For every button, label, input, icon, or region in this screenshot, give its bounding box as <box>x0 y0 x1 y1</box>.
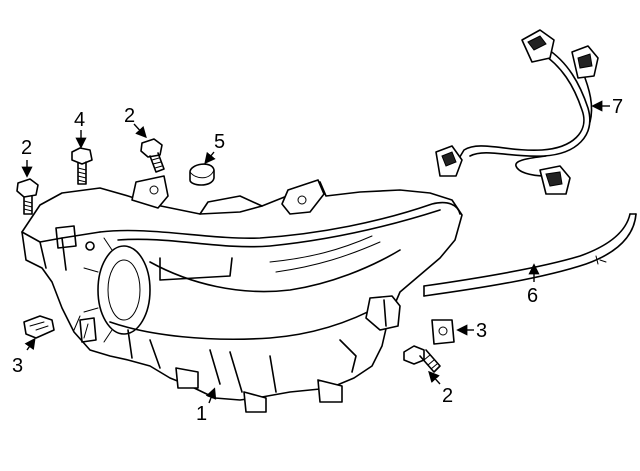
screw <box>71 147 93 185</box>
callout-2-left: 2 <box>21 137 32 159</box>
callout-1: 1 <box>196 403 207 425</box>
callout-7: 7 <box>612 96 623 118</box>
callout-6: 6 <box>527 285 538 307</box>
callout-2-lower: 2 <box>442 385 453 407</box>
callout-labels: 1 2 2 2 3 3 4 5 6 7 <box>12 96 623 425</box>
seal-strip <box>423 213 637 297</box>
bolt-left <box>16 178 39 215</box>
bolt-lower-right <box>403 345 441 373</box>
wiring-harness <box>435 29 599 195</box>
headlamp-assembly <box>21 175 463 413</box>
callout-5: 5 <box>214 131 225 153</box>
callout-4: 4 <box>74 109 85 131</box>
leader-lines <box>21 100 610 404</box>
callout-2-top: 2 <box>124 105 135 127</box>
callout-3-right: 3 <box>476 320 487 342</box>
clip-right <box>431 319 455 345</box>
cap <box>189 163 215 186</box>
bolt-top <box>140 138 165 173</box>
callout-3-left: 3 <box>12 355 23 377</box>
clip-left <box>23 315 55 339</box>
